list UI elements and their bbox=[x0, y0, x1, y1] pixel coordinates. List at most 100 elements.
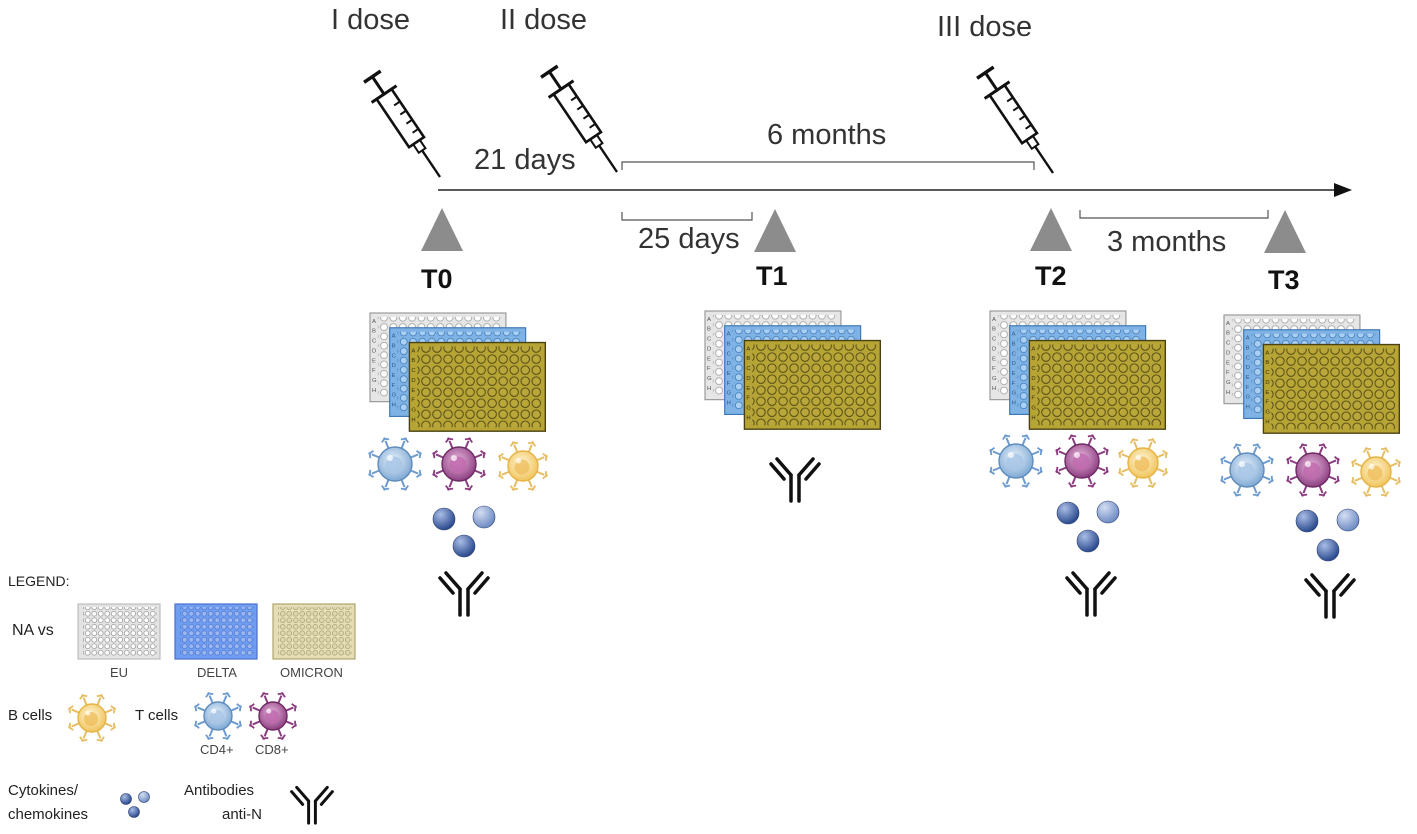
svg-text:F: F bbox=[707, 366, 711, 372]
svg-text:E: E bbox=[1246, 375, 1250, 381]
b-cell-t0-icon bbox=[497, 440, 549, 492]
svg-text:A: A bbox=[411, 348, 415, 354]
legend-t-cells-label: T cells bbox=[135, 707, 179, 724]
timepoint-t0: T0 bbox=[421, 264, 453, 294]
svg-text:B: B bbox=[1265, 360, 1269, 366]
svg-text:E: E bbox=[707, 356, 711, 362]
svg-text:B: B bbox=[992, 327, 996, 333]
legend-antibodies-label-line2: anti-N bbox=[222, 806, 263, 823]
svg-text:C: C bbox=[727, 351, 732, 357]
timepoint-t0-marker bbox=[421, 208, 463, 251]
svg-text:B: B bbox=[1031, 356, 1035, 362]
timepoint-t2-marker bbox=[1030, 208, 1072, 251]
svg-text:H: H bbox=[1226, 390, 1230, 396]
interval-21-days: 21 days bbox=[474, 144, 576, 176]
svg-text:C: C bbox=[707, 337, 712, 343]
svg-text:A: A bbox=[1226, 321, 1230, 327]
svg-text:G: G bbox=[992, 376, 997, 382]
svg-text:H: H bbox=[1031, 415, 1035, 421]
svg-text:D: D bbox=[1265, 380, 1269, 386]
svg-text:H: H bbox=[1012, 401, 1016, 407]
svg-text:H: H bbox=[992, 386, 996, 392]
svg-text:A: A bbox=[1246, 336, 1250, 342]
interval-6-months: 6 months bbox=[767, 119, 887, 151]
legend-cytokines-icon bbox=[120, 791, 150, 818]
svg-text:G: G bbox=[746, 406, 751, 412]
svg-text:C: C bbox=[1226, 341, 1231, 347]
timepoint-t3-marker bbox=[1264, 210, 1306, 253]
svg-text:H: H bbox=[707, 386, 711, 392]
svg-text:C: C bbox=[1246, 355, 1251, 361]
svg-text:G: G bbox=[1265, 410, 1270, 416]
svg-text:F: F bbox=[1226, 370, 1230, 376]
antibody-anti-n-t2-icon bbox=[1065, 571, 1117, 617]
legend-plate-delta-icon bbox=[174, 603, 258, 660]
svg-text:G: G bbox=[1226, 380, 1231, 386]
svg-text:F: F bbox=[392, 383, 396, 389]
svg-text:C: C bbox=[746, 366, 751, 372]
legend-antibody-icon bbox=[290, 785, 334, 825]
legend-b-cell-icon bbox=[67, 693, 117, 743]
svg-text:H: H bbox=[1265, 419, 1269, 425]
legend-plate-eu-icon bbox=[77, 603, 161, 660]
cd8-t-cell-t3-icon bbox=[1286, 443, 1340, 497]
cd8-t-cell-t2-icon bbox=[1055, 434, 1109, 488]
svg-text:D: D bbox=[1012, 361, 1016, 367]
svg-text:E: E bbox=[746, 386, 750, 392]
cd8-t-cell-t0-icon bbox=[432, 437, 486, 491]
b-cell-t2-icon bbox=[1117, 437, 1169, 489]
svg-text:A: A bbox=[392, 334, 396, 340]
interval-25-days: 25 days bbox=[638, 223, 740, 255]
svg-text:B: B bbox=[1012, 341, 1016, 347]
svg-text:C: C bbox=[392, 353, 397, 359]
cytokines-t0-icon bbox=[432, 505, 496, 558]
timepoint-t3: T3 bbox=[1268, 265, 1300, 295]
syringe-dose-3-icon bbox=[976, 65, 1054, 174]
svg-text:G: G bbox=[372, 378, 377, 384]
cd4-t-cell-t2-icon bbox=[989, 434, 1043, 488]
svg-text:C: C bbox=[1012, 351, 1017, 357]
svg-text:B: B bbox=[727, 341, 731, 347]
cytokines-t3-icon bbox=[1295, 508, 1360, 562]
cd4-t-cell-t3-icon bbox=[1220, 443, 1274, 497]
svg-text:F: F bbox=[411, 398, 415, 404]
svg-text:B: B bbox=[1226, 331, 1230, 337]
antibody-anti-n-t0-icon bbox=[438, 571, 490, 617]
svg-text:E: E bbox=[392, 373, 396, 379]
svg-text:A: A bbox=[1031, 346, 1035, 352]
svg-text:C: C bbox=[372, 339, 377, 345]
svg-text:C: C bbox=[1265, 370, 1270, 376]
svg-text:B: B bbox=[392, 343, 396, 349]
timeline-arrowhead bbox=[1334, 183, 1352, 197]
svg-text:F: F bbox=[1246, 385, 1250, 391]
svg-text:H: H bbox=[411, 417, 415, 423]
antibody-anti-n-t1-icon bbox=[769, 457, 821, 503]
svg-text:B: B bbox=[746, 356, 750, 362]
svg-text:F: F bbox=[1012, 381, 1016, 387]
svg-text:B: B bbox=[372, 329, 376, 335]
legend-cytokines-label-line1: Cytokines/ bbox=[8, 782, 79, 799]
legend-cd4-cell-icon bbox=[193, 691, 243, 741]
legend-b-cells-label: B cells bbox=[8, 707, 53, 724]
dose-1-label: I dose bbox=[331, 4, 410, 36]
svg-text:E: E bbox=[1226, 360, 1230, 366]
svg-text:G: G bbox=[1012, 391, 1017, 397]
svg-text:G: G bbox=[411, 408, 416, 414]
svg-text:B: B bbox=[411, 358, 415, 364]
cytokines-t2-icon bbox=[1056, 500, 1120, 553]
timepoint-t1-marker bbox=[754, 209, 796, 252]
svg-text:D: D bbox=[411, 378, 415, 384]
legend-cd8-label: CD8+ bbox=[255, 742, 289, 757]
svg-text:D: D bbox=[727, 361, 731, 367]
svg-text:B: B bbox=[707, 327, 711, 333]
bracket-25-days bbox=[621, 212, 753, 221]
svg-text:E: E bbox=[411, 388, 415, 394]
legend-cd4-label: CD4+ bbox=[200, 742, 234, 757]
legend-na-label: NA vs bbox=[12, 622, 54, 639]
svg-text:F: F bbox=[1031, 396, 1035, 402]
